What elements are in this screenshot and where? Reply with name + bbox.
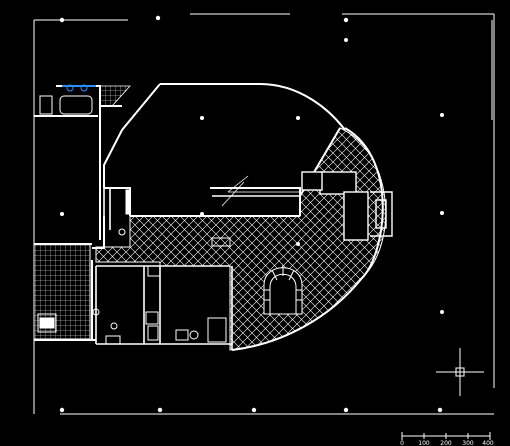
scale-bar: 0 100 200 300 400 [400, 432, 494, 446]
scale-tick-200: 200 [440, 440, 452, 446]
scale-tick-0: 0 [400, 440, 404, 446]
crosshair-cursor [436, 348, 484, 396]
spiral-stair [263, 265, 303, 315]
scale-tick-400: 400 [482, 440, 494, 446]
east-bay [301, 171, 393, 241]
column-grid-markers [59, 15, 444, 413]
scale-tick-300: 300 [462, 440, 474, 446]
interior-walls [95, 188, 300, 350]
bath-fixtures [37, 84, 231, 345]
diagonal-stair-run [221, 175, 300, 207]
hatched-floor-area [33, 85, 387, 351]
scale-tick-100: 100 [418, 440, 430, 446]
drawing-border [33, 13, 495, 415]
